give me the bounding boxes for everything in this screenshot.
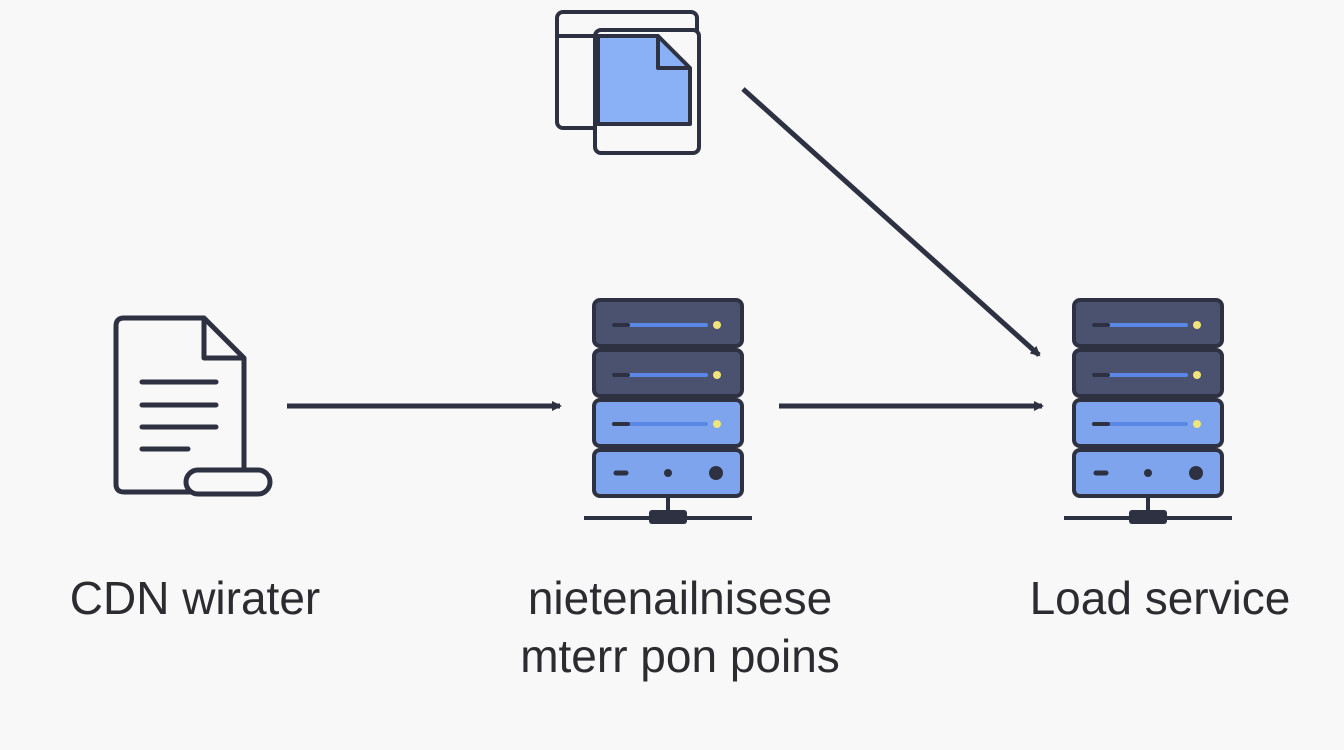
- document-icon: [113, 315, 273, 497]
- node-label-mid: nietenailnisese mterr pon poins: [470, 569, 890, 685]
- node-label-mid-line-2: mterr pon poins: [520, 630, 840, 682]
- server-icon: [584, 298, 752, 524]
- files-icon: [555, 10, 701, 155]
- node-label-load: Load service: [1029, 572, 1291, 624]
- edge-files-to-load: [741, 87, 1041, 357]
- server-icon: [1064, 298, 1232, 524]
- node-label-cdn: CDN wirater: [69, 572, 321, 624]
- node-label-mid-line-1: nietenailnisese: [527, 572, 833, 624]
